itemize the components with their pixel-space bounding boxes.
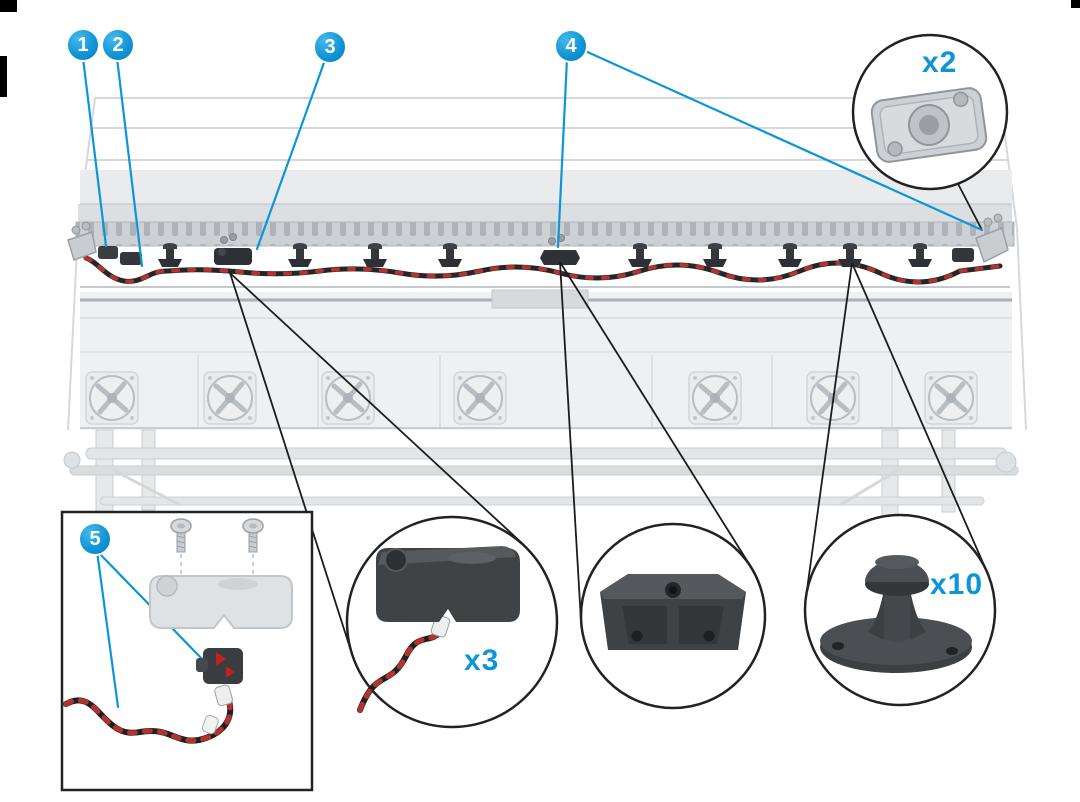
- callout-leader-lines: [81, 48, 984, 268]
- callout-4: 4: [554, 29, 588, 63]
- rail-cable-latch: [214, 233, 252, 265]
- ghost-latch-body: [149, 575, 293, 629]
- callout-2-label: 2: [112, 34, 124, 56]
- right-end-assembly: [952, 213, 1009, 264]
- latch-cable: [357, 629, 443, 713]
- center-bracket-part: [600, 574, 746, 650]
- support-pin-part: [820, 555, 972, 673]
- printer-top-shade: [78, 204, 1012, 222]
- callout-2: 2: [101, 28, 135, 62]
- scan-artifact-left-edge: [0, 56, 7, 97]
- callout-5: 5: [78, 522, 112, 556]
- cable-connector: [214, 684, 233, 707]
- cable-connector: [201, 715, 219, 735]
- qty-label-corner-bracket: x2: [922, 46, 958, 79]
- callout-4-label: 4: [565, 35, 577, 57]
- inset-cable: [63, 695, 234, 744]
- lower-frame: [63, 429, 1019, 519]
- rail-cable: [83, 255, 1003, 285]
- corner-bracket-part: [870, 87, 988, 163]
- qty-label-support-pin: x10: [930, 568, 984, 601]
- printer-illustration: [63, 97, 1027, 519]
- cable-sensor-part: [196, 648, 243, 684]
- scan-artifact-top-right: [1071, 0, 1080, 8]
- detail-circle-corner-bracket: [851, 33, 1009, 191]
- callout-3-label: 3: [324, 36, 336, 58]
- magnifier-wedge-lines: [229, 177, 988, 655]
- scan-artifact-top-left: [0, 0, 17, 12]
- callout-1: 1: [66, 28, 100, 62]
- slotted-beam: [75, 221, 1015, 247]
- left-end-assembly: [67, 221, 142, 265]
- callout-5-label: 5: [89, 528, 101, 550]
- detail-circle-center-bracket: [579, 522, 767, 710]
- detail-circle-cable-latch: [345, 515, 559, 729]
- detail-circle-support-pin: [803, 513, 997, 707]
- cable-latch-part: [357, 546, 520, 713]
- callout-1-label: 1: [77, 34, 89, 56]
- printer-top-band: [80, 170, 1012, 204]
- callout-3: 3: [313, 30, 347, 64]
- inset-box-latch-assembly: [60, 510, 314, 792]
- qty-label-cable-latch: x3: [464, 644, 500, 677]
